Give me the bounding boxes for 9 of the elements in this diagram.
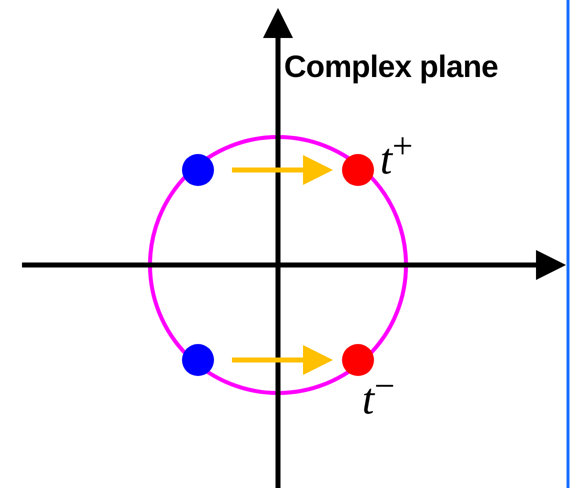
point-label: t$^{−}$: [362, 368, 395, 422]
plane-title: Complex plane: [284, 50, 498, 84]
point-label: t$^{+}$: [380, 128, 413, 182]
point-dot: [342, 154, 374, 186]
arrow: [232, 155, 333, 185]
point-dot: [342, 344, 374, 376]
arrow: [232, 345, 333, 375]
point-dot: [182, 154, 214, 186]
point-dot: [182, 344, 214, 376]
